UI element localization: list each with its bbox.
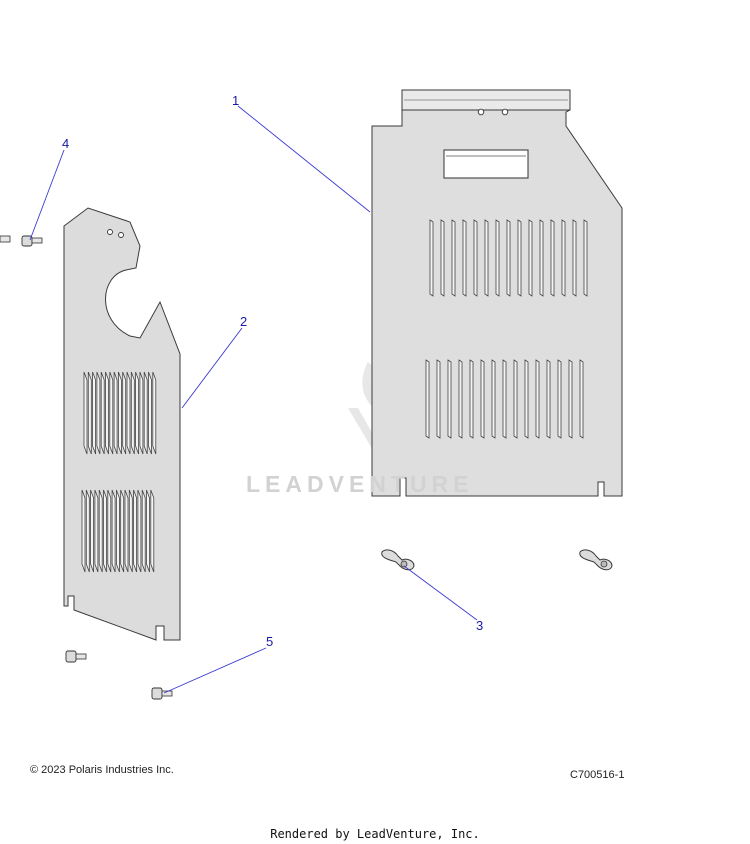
- leader-lines: [29, 105, 478, 694]
- louver-slat: [517, 219, 522, 297]
- part-3-clip-left[interactable]: [381, 549, 415, 571]
- leader-line-5: [163, 647, 267, 694]
- louver-slat: [111, 489, 116, 573]
- callout-2[interactable]: 2: [240, 314, 248, 329]
- louver-slat: [484, 219, 489, 297]
- louver-slat: [146, 489, 150, 573]
- watermark-text: LEADVENTURE: [246, 471, 474, 497]
- louver-slat: [506, 219, 511, 297]
- louver-slat: [122, 371, 127, 455]
- louver-slat: [139, 371, 144, 455]
- louver-slat: [137, 489, 142, 573]
- louver-slat: [528, 219, 533, 297]
- louver-slat: [105, 371, 109, 455]
- louver-slat: [83, 371, 88, 455]
- louver-slat: [495, 219, 500, 297]
- louver-slat: [152, 371, 157, 455]
- louver-slat: [107, 489, 112, 573]
- louver-slat: [473, 219, 478, 297]
- louver-slat: [130, 371, 135, 455]
- louver-slat: [425, 359, 430, 439]
- part-2-lower-louvers: [81, 489, 155, 573]
- louver-slat: [561, 219, 566, 297]
- callout-1[interactable]: 1: [232, 93, 240, 108]
- part-1-lower-louvers: [425, 359, 584, 439]
- louver-slat: [150, 489, 155, 573]
- louver-slat: [491, 359, 496, 439]
- louver-slat: [124, 489, 129, 573]
- louver-slat: [133, 489, 137, 573]
- louver-slat: [103, 489, 107, 573]
- leader-line-4: [29, 149, 65, 241]
- louver-slat: [429, 219, 434, 297]
- louver-slat: [546, 359, 551, 439]
- callout-5[interactable]: 5: [266, 634, 274, 649]
- part-4-bolt-offscreen[interactable]: [0, 235, 11, 243]
- louver-slat: [81, 489, 86, 573]
- leader-line-1: [237, 105, 371, 213]
- louver-slat: [557, 359, 562, 439]
- part-5-bolt-upper[interactable]: [65, 650, 87, 663]
- louver-slat: [458, 359, 463, 439]
- callout-4[interactable]: 4: [62, 136, 70, 151]
- louver-slat: [148, 371, 152, 455]
- louver-slat: [502, 359, 507, 439]
- part-1-large-panel[interactable]: [371, 89, 623, 497]
- louver-slat: [568, 359, 573, 439]
- louver-slat: [87, 371, 92, 455]
- louver-slat: [94, 489, 99, 573]
- louver-slat: [116, 489, 120, 573]
- part-2-side-panel[interactable]: [63, 207, 181, 641]
- louver-slat: [118, 371, 122, 455]
- louver-slat: [513, 359, 518, 439]
- louver-slat: [100, 371, 105, 455]
- louver-slat: [96, 371, 101, 455]
- callout-3[interactable]: 3: [476, 618, 484, 633]
- louver-slat: [550, 219, 555, 297]
- louver-slat: [128, 489, 133, 573]
- louver-slat: [90, 489, 94, 573]
- part-5-bolt-lower[interactable]: [151, 687, 173, 700]
- louver-slat: [135, 371, 139, 455]
- louver-slat: [120, 489, 125, 573]
- part-4-bolt[interactable]: [21, 235, 43, 247]
- louver-slat: [480, 359, 485, 439]
- louver-slat: [579, 359, 584, 439]
- louver-slat: [451, 219, 456, 297]
- louver-slat: [109, 371, 114, 455]
- louver-slat: [440, 219, 445, 297]
- part-3-clip-right[interactable]: [579, 549, 613, 571]
- louver-slat: [469, 359, 474, 439]
- copyright-text: © 2023 Polaris Industries Inc.: [30, 764, 174, 776]
- louver-slat: [98, 489, 103, 573]
- leader-line-2: [181, 327, 243, 409]
- diagram-part-code: C700516-1: [570, 769, 625, 781]
- louver-slat: [524, 359, 529, 439]
- louver-slat: [539, 219, 544, 297]
- louver-slat: [126, 371, 131, 455]
- louver-slat: [462, 219, 467, 297]
- louver-slat: [92, 371, 96, 455]
- louver-slat: [143, 371, 148, 455]
- louver-slat: [141, 489, 146, 573]
- louver-slat: [85, 489, 90, 573]
- louver-slat: [535, 359, 540, 439]
- leader-line-3: [403, 565, 478, 621]
- louver-slat: [572, 219, 577, 297]
- louver-slat: [113, 371, 118, 455]
- louver-slat: [447, 359, 452, 439]
- rendered-by-text: Rendered by LeadVenture, Inc.: [270, 827, 480, 841]
- louver-slat: [583, 219, 588, 297]
- part-1-upper-louvers: [429, 219, 588, 297]
- part-2-upper-louvers: [83, 371, 157, 455]
- louver-slat: [436, 359, 441, 439]
